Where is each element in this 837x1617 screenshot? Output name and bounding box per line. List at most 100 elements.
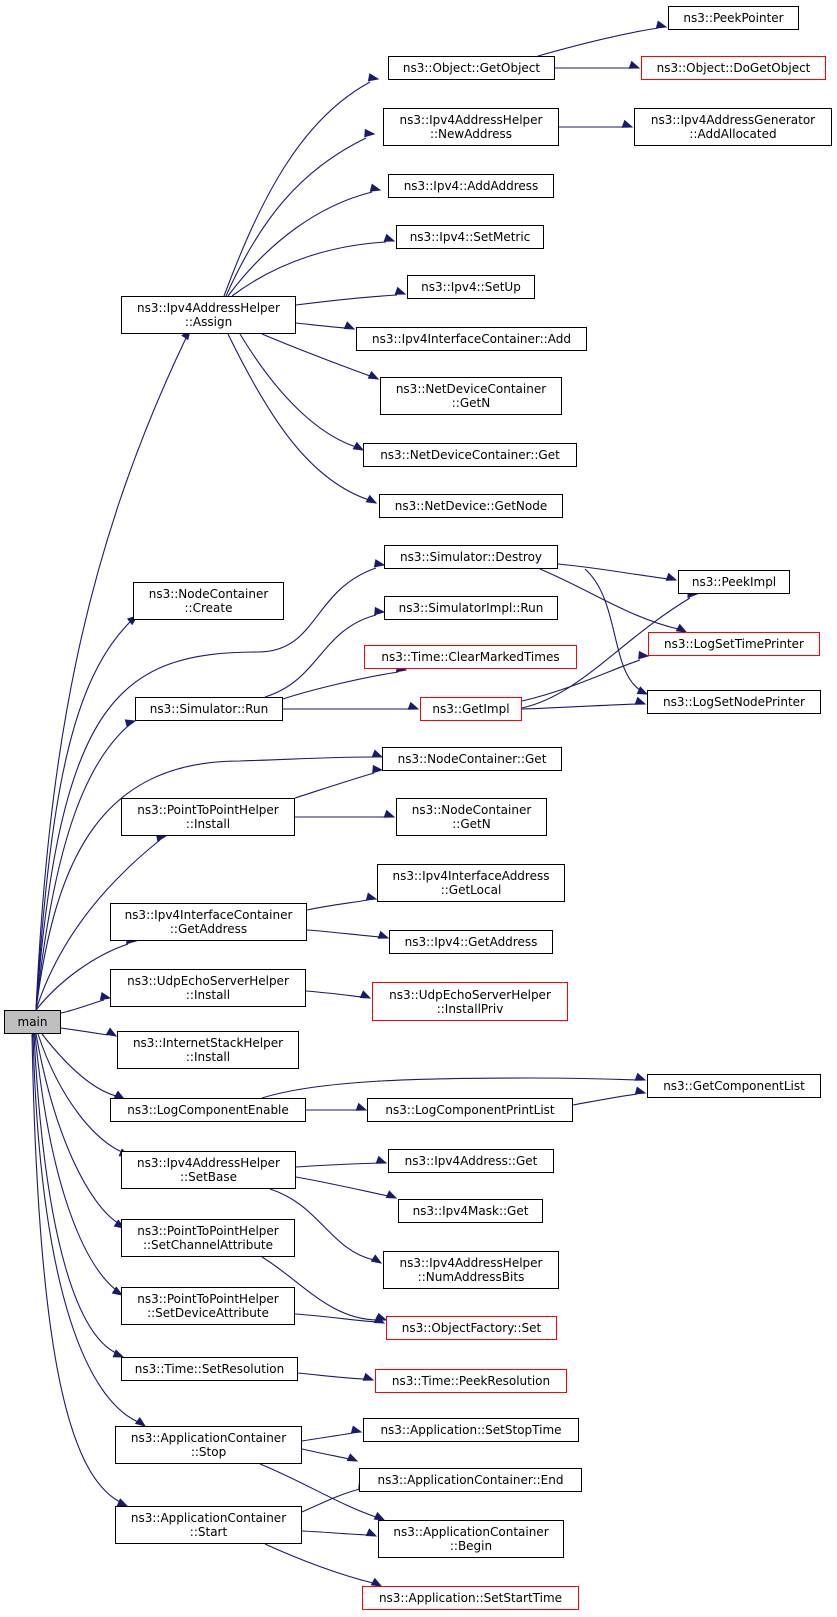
node-getimpl[interactable]: ns3::GetImpl [420,697,522,721]
arrowhead-icon [373,559,386,568]
node-ipv4addresshelper-assign-line-1: ns3::Ipv4AddressHelper [137,301,280,315]
node-ipv4addresshelper-newaddress[interactable]: ns3::Ipv4AddressHelper::NewAddress [383,108,559,146]
node-nodecontainer-getn-line-1: ns3::NodeContainer [411,803,532,817]
node-object-getobject-line-1: ns3::Object::GetObject [402,61,541,75]
node-ipv4addresshelper-newaddress-line-2: ::NewAddress [429,127,513,141]
node-pointtopointhelper-setchannelattribute[interactable]: ns3::PointToPointHelper::SetChannelAttri… [121,1219,295,1257]
edge-sim_destroy-logsettime [539,568,688,633]
node-simulator-run[interactable]: ns3::Simulator::Run [135,697,283,721]
node-udpechoserverhelper-install[interactable]: ns3::UdpEchoServerHelper::Install [110,969,306,1007]
node-internetstackhelper-install-line-2: ::Install [185,1050,231,1064]
node-ipv4addresshelper-setbase[interactable]: ns3::Ipv4AddressHelper::SetBase [121,1151,296,1189]
edge-main-inet_install [60,1027,118,1037]
arrowhead-icon [675,623,688,633]
node-ipv4mask-get-line-1: ns3::Ipv4Mask::Get [412,1204,529,1218]
edge-line [269,1188,375,1261]
edge-getimpl-logsettime [521,650,650,702]
node-logcomponentenable[interactable]: ns3::LogComponentEnable [110,1098,306,1122]
node-netdevicecontainer-getn-line-1: ns3::NetDeviceContainer [395,382,547,396]
node-netdevicecontainer-get[interactable]: ns3::NetDeviceContainer::Get [363,443,577,467]
node-simulator-destroy[interactable]: ns3::Simulator::Destroy [384,545,558,569]
edge-assign-newaddress [225,128,376,297]
node-time-clearmarkedtimes-line-1: ns3::Time::ClearMarkedTimes [381,650,560,664]
node-applicationcontainer-begin[interactable]: ns3::ApplicationContainer::Begin [378,1520,564,1558]
node-logcomponentprintlist[interactable]: ns3::LogComponentPrintList [367,1098,573,1122]
node-ipv4-addaddress[interactable]: ns3::Ipv4::AddAddress [388,174,554,198]
node-application-setstoptime[interactable]: ns3::Application::SetStopTime [363,1418,579,1442]
edge-udpserver_install-installpriv [305,990,372,999]
node-peekpointer[interactable]: ns3::PeekPointer [668,6,799,30]
node-main-line-1: main [17,1015,48,1029]
node-applicationcontainer-stop-line-1: ns3::ApplicationContainer [130,1431,287,1445]
node-ipv4interfacecontainer-getaddress[interactable]: ns3::Ipv4InterfaceContainer::GetAddress [110,903,307,941]
node-ipv4-getaddress[interactable]: ns3::Ipv4::GetAddress [389,930,553,954]
edge-main-appc_stop [32,1033,147,1427]
node-applicationcontainer-start[interactable]: ns3::ApplicationContainer::Start [115,1506,302,1544]
node-pointtopointhelper-setdeviceattribute-line-1: ns3::PointToPointHelper [137,1292,279,1306]
node-ipv4mask-get[interactable]: ns3::Ipv4Mask::Get [398,1199,543,1223]
node-netdevice-getnode[interactable]: ns3::NetDevice::GetNode [379,494,563,518]
node-time-clearmarkedtimes[interactable]: ns3::Time::ClearMarkedTimes [364,645,577,669]
node-ipv4addresshelper-numaddressbits-line-1: ns3::Ipv4AddressHelper [399,1256,543,1270]
node-applicationcontainer-end-line-1: ns3::ApplicationContainer::End [377,1473,564,1487]
arrowhead-icon [407,701,420,710]
node-ipv4interfaceaddress-getlocal[interactable]: ns3::Ipv4InterfaceAddress::GetLocal [377,864,565,902]
edge-line [35,567,377,1011]
arrowhead-icon [374,606,386,616]
edge-line [60,999,105,1014]
edge-assign-ipv4ic_add [295,321,356,330]
edge-line [306,899,369,911]
node-pointtopointhelper-setdeviceattribute[interactable]: ns3::PointToPointHelper::SetDeviceAttrib… [121,1287,295,1325]
edge-main-appc_start [31,1033,129,1507]
node-application-setstarttime[interactable]: ns3::Application::SetStartTime [362,1586,579,1610]
node-netdevicecontainer-getn[interactable]: ns3::NetDeviceContainer::GetN [380,377,562,415]
node-pointtopointhelper-install[interactable]: ns3::PointToPointHelper::Install [121,798,295,836]
edge-line [35,943,129,1011]
edge-sim_destroy-logsetnode [584,568,649,695]
node-applicationcontainer-stop[interactable]: ns3::ApplicationContainer::Stop [115,1426,302,1464]
node-simulator-run-line-1: ns3::Simulator::Run [149,702,269,716]
node-udpechoserverhelper-installpriv-line-2: ::InstallPriv [436,1001,504,1016]
node-udpechoserverhelper-installpriv[interactable]: ns3::UdpEchoServerHelper::InstallPriv [372,982,568,1021]
arrowhead-icon [383,809,396,818]
edge-assign-ndc_getn [261,333,380,380]
edge-line [295,1176,389,1197]
node-time-peekresolution-line-1: ns3::Time::PeekResolution [391,1374,551,1388]
node-ipv4interfacecontainer-add[interactable]: ns3::Ipv4InterfaceContainer::Add [356,327,587,351]
edge-sim_destroy-peekimpl [557,563,678,581]
node-nodecontainer-create[interactable]: ns3::NodeContainer::Create [133,582,284,620]
node-logsetnodeprinter[interactable]: ns3::LogSetNodePrinter [647,690,821,714]
node-internetstackhelper-install[interactable]: ns3::InternetStackHelper::Install [117,1031,299,1069]
node-time-peekresolution[interactable]: ns3::Time::PeekResolution [375,1369,567,1393]
arrowhead-icon [112,1349,125,1358]
node-ipv4addresshelper-assign[interactable]: ns3::Ipv4AddressHelper::Assign [121,296,296,334]
edge-line [301,1530,369,1536]
node-time-setresolution[interactable]: ns3::Time::SetResolution [121,1357,298,1381]
node-ipv4-setup[interactable]: ns3::Ipv4::SetUp [407,275,535,299]
node-ipv4address-get[interactable]: ns3::Ipv4Address::Get [388,1149,554,1173]
node-logcomponentprintlist-line-1: ns3::LogComponentPrintList [385,1103,555,1117]
node-ipv4addressgenerator-addallocated[interactable]: ns3::Ipv4AddressGenerator::AddAllocated [634,108,832,146]
node-nodecontainer-getn-line-2: ::GetN [452,817,491,831]
arrowhead-icon [638,650,650,660]
node-ipv4-setmetric[interactable]: ns3::Ipv4::SetMetric [396,225,544,249]
node-ipv4addresshelper-setbase-line-2: ::SetBase [179,1170,237,1184]
edge-line [35,839,161,1011]
arrowhead-icon [373,1315,386,1324]
node-nodecontainer-get[interactable]: ns3::NodeContainer::Get [382,747,562,771]
node-peekimpl[interactable]: ns3::PeekImpl [678,570,790,594]
node-ipv4addresshelper-assign-line-2: ::Assign [184,315,233,329]
node-ipv4addresshelper-numaddressbits[interactable]: ns3::Ipv4AddressHelper::NumAddressBits [383,1251,559,1289]
arrowhead-icon [383,233,396,242]
arrowhead-icon [370,1577,383,1587]
edge-main-udpserver_install [60,991,112,1014]
node-object-getobject[interactable]: ns3::Object::GetObject [388,56,555,80]
node-logcomponentenable-line-1: ns3::LogComponentEnable [127,1103,289,1117]
node-objectfactory-set[interactable]: ns3::ObjectFactory::Set [386,1316,557,1340]
node-nodecontainer-getn[interactable]: ns3::NodeContainer::GetN [396,798,547,836]
node-simulatorimpl-run[interactable]: ns3::SimulatorImpl::Run [384,596,558,620]
node-logsettimeprinter[interactable]: ns3::LogSetTimePrinter [648,632,820,656]
node-object-dogetobject[interactable]: ns3::Object::DoGetObject [641,56,826,80]
node-getcomponentlist[interactable]: ns3::GetComponentList [647,1074,821,1098]
node-applicationcontainer-end[interactable]: ns3::ApplicationContainer::End [359,1468,582,1492]
